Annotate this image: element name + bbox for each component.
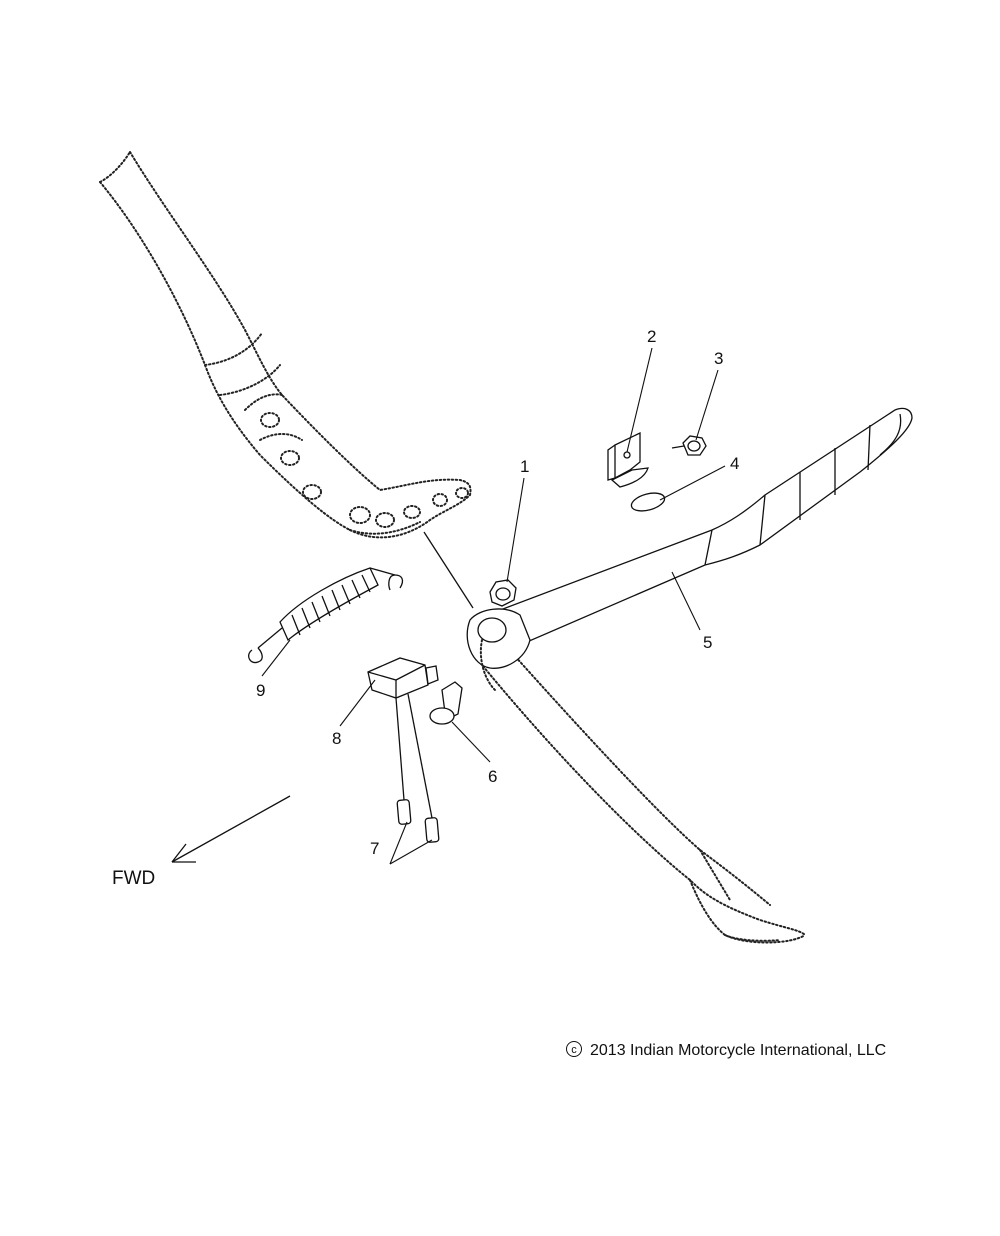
switch-part-8 <box>367 657 439 699</box>
mount-line <box>423 531 474 609</box>
copyright-symbol: c <box>571 1044 577 1056</box>
callout-9: 9 <box>256 681 265 700</box>
bolt-part-3 <box>671 435 707 456</box>
screws-part-7 <box>395 693 440 843</box>
callout-labels: 1 2 3 4 5 6 7 8 9 <box>256 327 739 858</box>
nut-part-1 <box>489 579 517 607</box>
callout-3: 3 <box>714 349 723 368</box>
spring-part-9 <box>248 567 404 664</box>
forward-arrow-icon <box>171 795 291 863</box>
frame-tube <box>99 151 472 539</box>
callout-6: 6 <box>488 767 497 786</box>
callout-8: 8 <box>332 729 341 748</box>
side-stand-leg <box>477 644 806 944</box>
callout-5: 5 <box>703 633 712 652</box>
leader-lines <box>261 347 726 865</box>
copyright-text: 2013 Indian Motorcycle International, LL… <box>590 1042 886 1059</box>
bracket-part-2 <box>607 431 649 488</box>
cap-part-4 <box>630 492 666 512</box>
callout-1: 1 <box>520 457 529 476</box>
fwd-label: FWD <box>112 868 155 889</box>
side-stand-arm <box>466 407 913 691</box>
copyright-notice: c 2013 Indian Motorcycle International, … <box>566 1041 886 1059</box>
arrowhead-icon <box>171 843 196 863</box>
copyright-circle-icon <box>566 1041 582 1057</box>
callout-2: 2 <box>647 327 656 346</box>
callout-7: 7 <box>370 839 379 858</box>
callout-4: 4 <box>730 454 739 473</box>
forward-direction-indicator: FWD <box>112 795 291 889</box>
pivot-bolt-part-6 <box>429 681 463 725</box>
